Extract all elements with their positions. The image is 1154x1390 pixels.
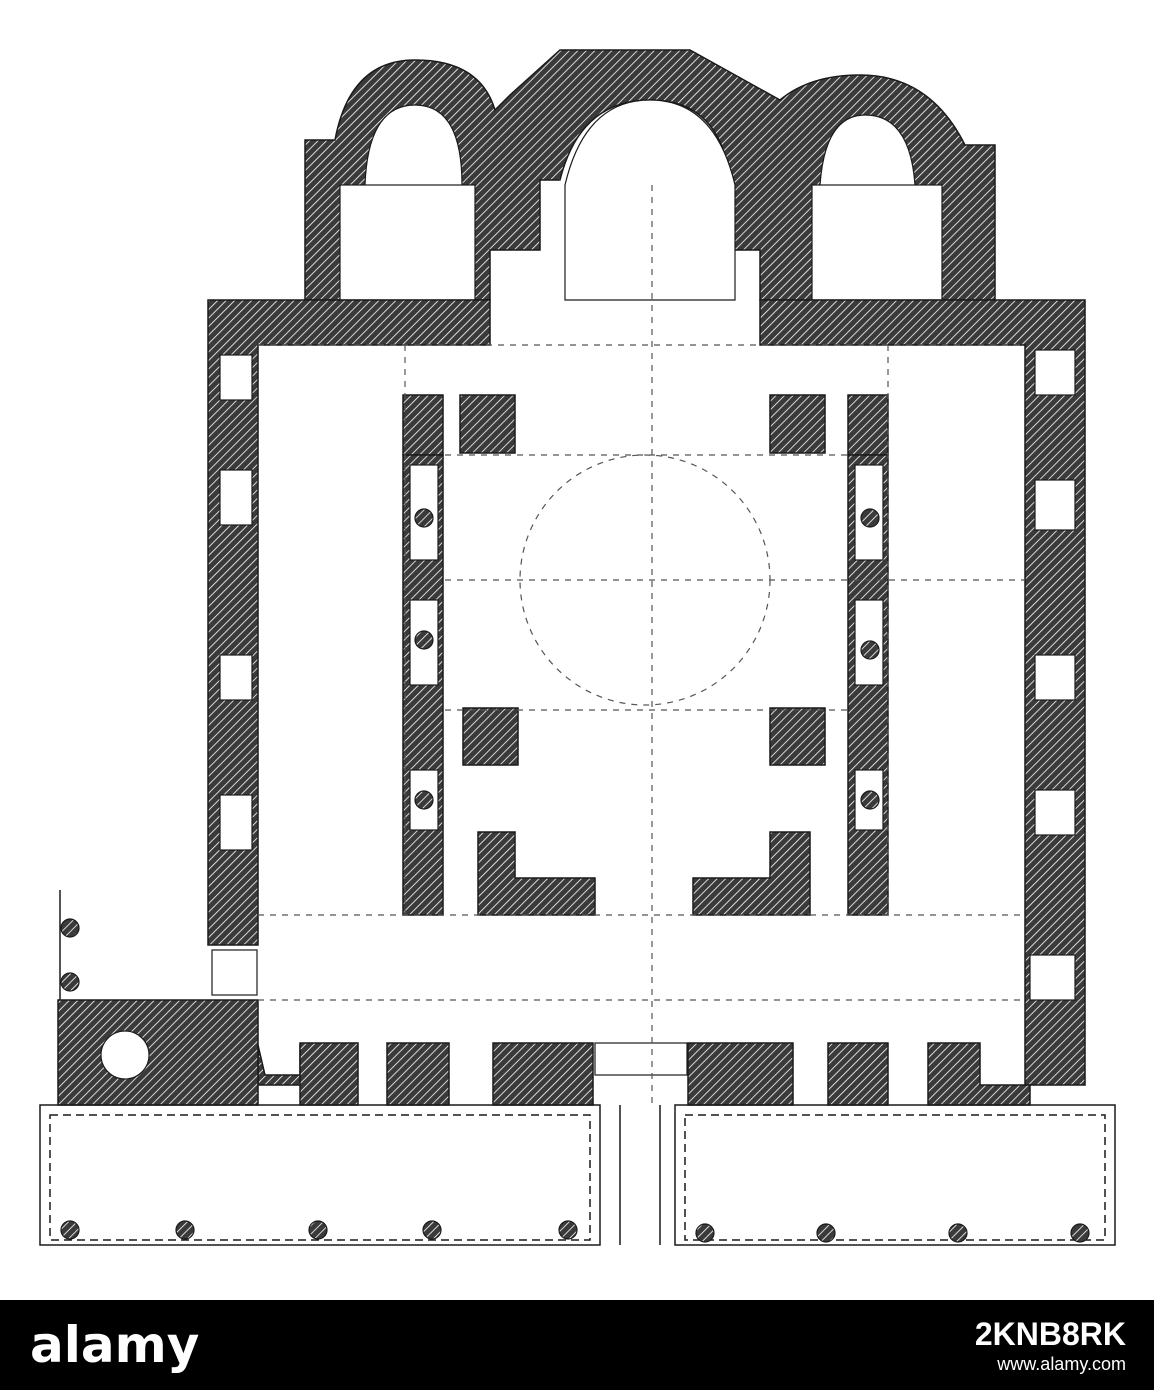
pier-se — [769, 707, 826, 766]
stair-tower — [57, 999, 259, 1106]
wall-openings — [100, 349, 1076, 1080]
left-chamber — [339, 184, 476, 301]
stock-url: www.alamy.com — [997, 1354, 1126, 1374]
columns — [414, 508, 880, 810]
south-pier-1 — [299, 1042, 359, 1106]
portico — [39, 890, 1116, 1246]
center-apse-interior — [564, 99, 736, 301]
pier-sw — [462, 707, 519, 766]
colonnade-openings — [409, 464, 884, 831]
pier-sw-l — [477, 831, 596, 916]
spiral-stair — [100, 1030, 150, 1080]
construction-lines — [258, 185, 1025, 1105]
interior-piers — [402, 394, 889, 916]
pier-ne-outer — [847, 394, 889, 456]
brand-logo: alamy — [30, 1316, 200, 1374]
right-chamber — [811, 184, 943, 301]
pier-ne — [769, 394, 826, 454]
stock-id: 2KNB8RK — [974, 1316, 1126, 1352]
floor-plan-drawing — [39, 49, 1116, 1246]
watermark-footer: alamy 2KNB8RK www.alamy.com — [0, 1300, 1154, 1390]
south-pier-4 — [687, 1042, 794, 1106]
south-pier-5 — [827, 1042, 889, 1106]
portico-columns — [60, 918, 1090, 1243]
south-pier-2 — [386, 1042, 450, 1106]
south-pier-3 — [492, 1042, 594, 1106]
south-wall-right — [927, 1042, 1031, 1106]
pier-nw-outer — [402, 394, 444, 456]
apse-interiors — [339, 99, 943, 301]
pier-nw — [459, 394, 516, 454]
pier-se-l — [692, 831, 811, 916]
